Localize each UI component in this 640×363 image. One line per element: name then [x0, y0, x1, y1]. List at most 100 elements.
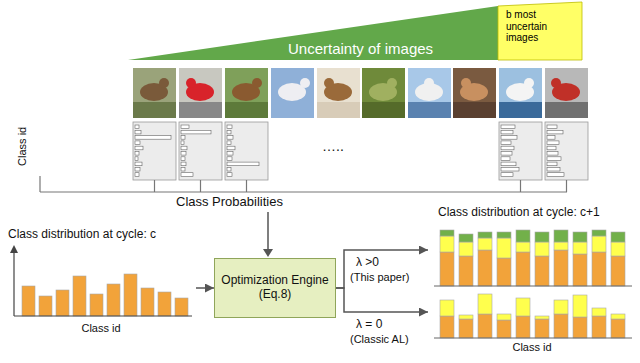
photo-ground [362, 102, 405, 118]
histogram-frame [133, 122, 176, 180]
photo-background [408, 68, 451, 118]
class-bar [592, 308, 606, 316]
probability-bar [227, 141, 231, 145]
histogram-frame [225, 122, 268, 180]
photo-ground [408, 102, 451, 118]
probability-bar [227, 167, 231, 171]
probability-bar [181, 167, 185, 171]
class-bar [535, 316, 549, 319]
x-axis [14, 315, 192, 316]
class-bar [440, 236, 454, 252]
probability-bar [135, 146, 143, 150]
photo-thumbnail [408, 68, 451, 118]
class-bar [611, 242, 625, 256]
photo-ground [453, 102, 496, 118]
class-bar [573, 295, 587, 317]
class-bar [554, 250, 568, 286]
class-bar [573, 242, 587, 254]
class-bar [611, 314, 625, 319]
probability-bar [181, 125, 189, 129]
class-bar [592, 230, 606, 236]
photo-background [545, 68, 588, 118]
probability-bar [547, 136, 555, 140]
class-bar [478, 314, 492, 338]
class-bar [497, 238, 511, 258]
photo-background [362, 68, 405, 118]
probability-bar [135, 173, 139, 177]
method-note: (This paper) [350, 271, 420, 284]
photo-background [179, 68, 222, 118]
photo-subject [159, 78, 169, 88]
histogram-frame [179, 122, 222, 180]
class-bar [573, 254, 587, 286]
uncertainty-wedge-fill [128, 6, 498, 60]
gathering-line [246, 180, 247, 192]
class-bar [573, 317, 587, 338]
probability-bar [135, 167, 140, 171]
probability-bar [547, 152, 558, 156]
probability-bar [181, 152, 186, 156]
class-bar [592, 252, 606, 286]
class-bar [459, 234, 473, 242]
probability-bar [501, 157, 510, 161]
y-axis [13, 252, 14, 316]
probability-bar [181, 162, 186, 166]
photo-thumbnail [179, 68, 222, 118]
photo-thumbnail [271, 68, 314, 118]
class-bar [611, 232, 625, 242]
class-bar [554, 242, 568, 250]
x-axis [434, 286, 632, 287]
class-bar [611, 319, 625, 338]
photo-thumbnail [545, 68, 588, 118]
class-bar [440, 230, 454, 236]
photo-ground [499, 102, 542, 118]
gathering-line [566, 180, 567, 192]
class-bar [535, 319, 549, 338]
class-bar [459, 242, 473, 256]
flow-label: Class Probabilities [176, 195, 306, 210]
photo-thumbnail [499, 68, 542, 118]
photo-ground [133, 102, 176, 118]
axis-label: Class id [16, 124, 29, 168]
class-bar [554, 300, 568, 314]
probability-bar [135, 141, 140, 145]
probability-bar [135, 157, 138, 161]
photo-ground [271, 102, 314, 118]
class-bar [141, 288, 154, 316]
photo-ground [317, 102, 360, 118]
bar-chart [428, 222, 636, 288]
probability-bar [227, 146, 235, 150]
class-bar [440, 300, 454, 316]
photo-thumbnail [362, 68, 405, 118]
photo-subject [324, 78, 334, 88]
photo-thumbnail [453, 68, 496, 118]
axis-arrowhead [10, 245, 18, 253]
class-bar [107, 284, 120, 316]
class-bar [516, 316, 530, 338]
box-title: Optimization Engine (Eq.8) [216, 274, 334, 302]
class-bar [73, 276, 86, 316]
probability-bar [135, 130, 141, 134]
gathering-line [40, 191, 567, 192]
class-bar [478, 250, 492, 286]
class-bar [39, 296, 52, 316]
probability-bar [547, 167, 560, 171]
gathering-line [154, 180, 155, 192]
photo-background [453, 68, 496, 118]
histogram-frame [545, 122, 588, 180]
class-bar [478, 294, 492, 314]
probability-bar [181, 173, 193, 177]
photo-background [225, 68, 268, 118]
class-bar [611, 256, 625, 286]
probability-bar [501, 125, 515, 129]
class-bar [478, 238, 492, 250]
class-bar [535, 242, 549, 256]
probability-bar [501, 130, 513, 134]
probability-bar [547, 146, 556, 150]
probability-bar [135, 162, 142, 166]
ellipsis: ….. [322, 138, 362, 154]
axis-label: Class id [428, 341, 636, 354]
histogram-frame [499, 122, 542, 180]
probability-bar [501, 141, 511, 145]
